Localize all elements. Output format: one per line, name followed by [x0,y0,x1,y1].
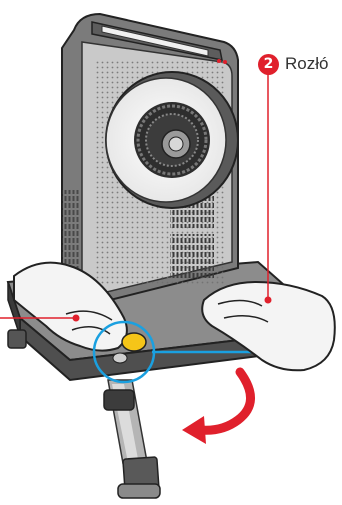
leader-dot-2 [265,297,272,304]
step-label: Rozłó [285,54,328,74]
step-callout: 2 Rozłó [258,53,328,75]
folding-leg [104,380,160,498]
step-number-badge: 2 [258,54,279,75]
cassette-gear-icon [106,72,238,208]
leader-dot-1 [73,315,80,322]
rotate-arrow-icon [182,372,251,444]
